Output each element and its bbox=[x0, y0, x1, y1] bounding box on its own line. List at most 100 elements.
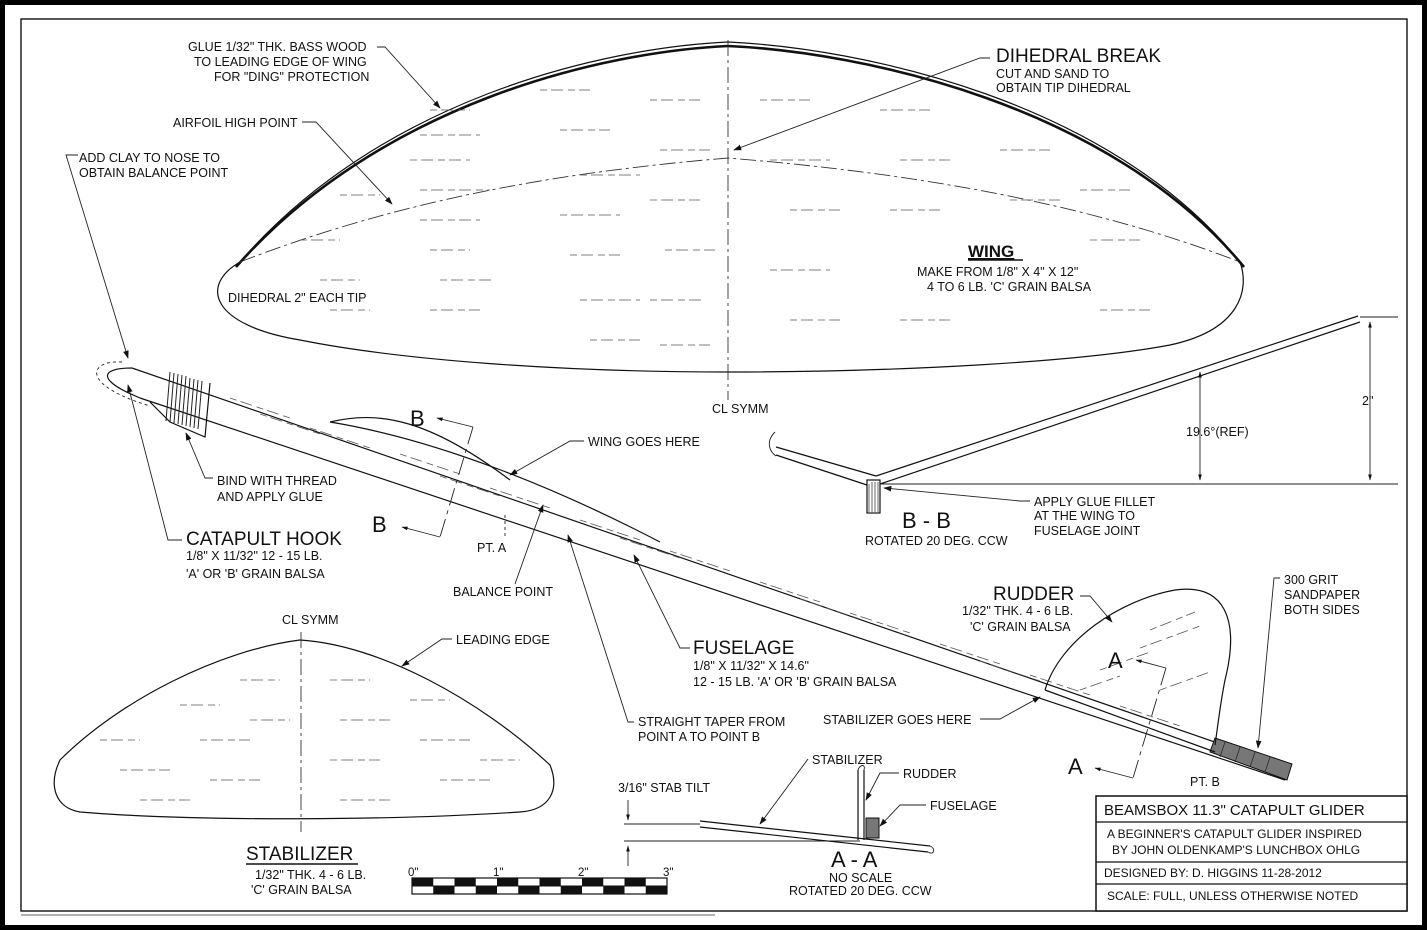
dihedral-break-note1: CUT AND SAND TO bbox=[996, 67, 1109, 81]
rudder-title: RUDDER bbox=[993, 584, 1074, 605]
wing-title-block: WING MAKE FROM 1/8" X 4" X 12" 4 TO 6 LB… bbox=[917, 242, 1092, 294]
bind-thread-callout: BIND WITH THREAD AND APPLY GLUE bbox=[185, 432, 337, 504]
section-bb: 2" 19.6°(REF) B - B ROTATED 20 DEG. CCW bbox=[768, 315, 1398, 548]
pt-b-label: PT. B bbox=[1190, 775, 1220, 789]
scale-tick-2: 2" bbox=[578, 867, 588, 879]
scale-bar: 0" 1" 2" 3" bbox=[408, 867, 673, 895]
sandpaper-callout: 300 GRIT SANDPAPER BOTH SIDES bbox=[1255, 573, 1360, 749]
scale-bar-cell bbox=[497, 878, 519, 886]
wing-planform bbox=[217, 40, 1246, 400]
scale-bar-cell bbox=[518, 886, 540, 894]
dihedral-break-callout: DIHEDRAL BREAK CUT AND SAND TO OBTAIN TI… bbox=[733, 46, 1161, 151]
fuselage-note2: 12 - 15 LB. 'A' OR 'B' GRAIN BALSA bbox=[693, 675, 897, 689]
wing-note-line2: 4 TO 6 LB. 'C' GRAIN BALSA bbox=[927, 280, 1092, 294]
scale-bar-cell bbox=[603, 886, 625, 894]
fuselage-note1: 1/8" X 11/32" X 14.6" bbox=[693, 659, 809, 673]
wing-goes-here-label: WING GOES HERE bbox=[588, 435, 700, 449]
glue-bass-wood-callout: GLUE 1/32" THK. BASS WOOD TO LEADING EDG… bbox=[188, 40, 441, 109]
catapult-hook-title: CATAPULT HOOK bbox=[186, 529, 342, 550]
rudder-note2: 'C' GRAIN BALSA bbox=[970, 620, 1071, 634]
dihedral-break-title: DIHEDRAL BREAK bbox=[996, 46, 1161, 67]
wing-cl-symm-label: CL SYMM bbox=[712, 402, 769, 416]
rudder-callout: RUDDER 1/32" THK. 4 - 6 LB. 'C' GRAIN BA… bbox=[962, 584, 1113, 634]
cut-a-lower: A bbox=[1068, 754, 1083, 779]
aa-section-label: A - A bbox=[831, 847, 878, 872]
bb-section-label: B - B bbox=[902, 508, 951, 533]
scale-bar-cell bbox=[454, 878, 476, 886]
scale-bar-cell bbox=[624, 878, 646, 886]
inner-border bbox=[20, 18, 1408, 912]
aa-fuselage-label: FUSELAGE bbox=[930, 799, 997, 813]
pt-a-label: PT. A bbox=[477, 541, 507, 555]
add-clay-line1: ADD CLAY TO NOSE TO bbox=[79, 151, 220, 165]
stabilizer-title-block: STABILIZER 1/32" THK. 4 - 6 LB. 'C' GRAI… bbox=[246, 844, 366, 897]
glue-note-line3: FOR "DING" PROTECTION bbox=[214, 70, 369, 84]
scale-bar-cell bbox=[433, 886, 455, 894]
section-aa: 3/16" STAB TILT STABILIZER RUDDER FUSELA… bbox=[618, 753, 997, 898]
fuselage-title: FUSELAGE bbox=[693, 638, 794, 659]
airfoil-high-point-label: AIRFOIL HIGH POINT bbox=[173, 116, 298, 130]
sandpaper-note1: 300 GRIT bbox=[1284, 573, 1339, 587]
aa-rudder-label: RUDDER bbox=[903, 767, 956, 781]
dihedral-each-tip-label: DIHEDRAL 2" EACH TIP bbox=[228, 291, 367, 305]
drawing-description-1: A BEGINNER'S CATAPULT GLIDER INSPIRED bbox=[1107, 827, 1362, 841]
catapult-hook-callout: CATAPULT HOOK 1/8" X 11/32" 12 - 15 LB. … bbox=[127, 384, 342, 581]
wing-note-line1: MAKE FROM 1/8" X 4" X 12" bbox=[917, 265, 1078, 279]
scale-bar-cell bbox=[539, 878, 561, 886]
catapult-hook-note1: 1/8" X 11/32" 12 - 15 LB. bbox=[186, 549, 323, 563]
add-clay-callout: ADD CLAY TO NOSE TO OBTAIN BALANCE POINT bbox=[65, 151, 228, 359]
catapult-hook-note2: 'A' OR 'B' GRAIN BALSA bbox=[186, 567, 325, 581]
scale-tick-0: 0" bbox=[408, 867, 418, 879]
bb-height-label: 2" bbox=[1362, 394, 1373, 408]
cut-b-upper: B bbox=[410, 406, 425, 431]
leading-edge-label: LEADING EDGE bbox=[456, 633, 550, 647]
scale-tick-1: 1" bbox=[493, 867, 503, 879]
glue-note-line1: GLUE 1/32" THK. BASS WOOD bbox=[188, 40, 367, 54]
straight-taper-callout: STRAIGHT TAPER FROM POINT A TO POINT B bbox=[567, 534, 785, 744]
glue-fillet-line3: FUSELAGE JOINT bbox=[1034, 524, 1141, 538]
sandpaper-note2: SANDPAPER bbox=[1284, 588, 1360, 602]
aa-rotated-note: ROTATED 20 DEG. CCW bbox=[789, 884, 932, 898]
fuselage-side-view bbox=[96, 361, 1293, 781]
stab-tilt-label: 3/16" STAB TILT bbox=[618, 781, 710, 795]
glue-fillet-callout: APPLY GLUE FILLET AT THE WING TO FUSELAG… bbox=[883, 485, 1155, 538]
scale-bar-cell bbox=[582, 878, 604, 886]
taper-note1: STRAIGHT TAPER FROM bbox=[638, 715, 785, 729]
glue-fillet-line2: AT THE WING TO bbox=[1034, 509, 1135, 523]
scale-tick-3: 3" bbox=[663, 867, 673, 879]
glue-fillet-line1: APPLY GLUE FILLET bbox=[1034, 495, 1155, 509]
dihedral-break-note2: OBTAIN TIP DIHEDRAL bbox=[996, 81, 1131, 95]
fuselage-callout: FUSELAGE 1/8" X 11/32" X 14.6" 12 - 15 L… bbox=[633, 554, 897, 689]
drawing-description-2: BY JOHN OLDENKAMP'S LUNCHBOX OHLG bbox=[1112, 843, 1360, 857]
scale-bar-cell bbox=[475, 886, 497, 894]
bb-rotated-note: ROTATED 20 DEG. CCW bbox=[865, 534, 1008, 548]
bb-angle-label: 19.6°(REF) bbox=[1186, 425, 1249, 439]
stabilizer-goes-here-callout: STABILIZER GOES HERE bbox=[823, 696, 1041, 727]
aa-stabilizer-label: STABILIZER bbox=[812, 753, 883, 767]
bind-note-line2: AND APPLY GLUE bbox=[217, 490, 323, 504]
stabilizer-note2: 'C' GRAIN BALSA bbox=[251, 883, 352, 897]
stab-goes-here-label: STABILIZER GOES HERE bbox=[823, 713, 971, 727]
drawing-scale: SCALE: FULL, UNLESS OTHERWISE NOTED bbox=[1107, 889, 1359, 903]
cut-a-upper: A bbox=[1108, 648, 1123, 673]
title-block: BEAMSBOX 11.3" CATAPULT GLIDER A BEGINNE… bbox=[1095, 795, 1408, 912]
leading-edge-callout: LEADING EDGE bbox=[401, 633, 550, 667]
designed-by: DESIGNED BY: D. HIGGINS 11-28-2012 bbox=[1104, 866, 1322, 880]
taper-note2: POINT A TO POINT B bbox=[638, 730, 760, 744]
stab-cl-symm-label: CL SYMM bbox=[282, 613, 339, 627]
airfoil-high-point-callout: AIRFOIL HIGH POINT bbox=[173, 116, 393, 205]
rudder-shape bbox=[1044, 588, 1232, 746]
section-cut-aa-marker: A A bbox=[1068, 648, 1167, 779]
stabilizer-title: STABILIZER bbox=[246, 844, 353, 865]
add-clay-line2: OBTAIN BALANCE POINT bbox=[79, 166, 228, 180]
drawing-title: BEAMSBOX 11.3" CATAPULT GLIDER bbox=[1104, 802, 1365, 819]
stabilizer-note1: 1/32" THK. 4 - 6 LB. bbox=[255, 868, 366, 882]
sandpaper-note3: BOTH SIDES bbox=[1284, 603, 1360, 617]
cut-b-lower: B bbox=[372, 512, 387, 537]
balance-point-label: BALANCE POINT bbox=[453, 585, 553, 599]
scale-bar-cell bbox=[645, 886, 667, 894]
stabilizer-planform bbox=[53, 632, 555, 832]
wing-goes-here-callout: WING GOES HERE bbox=[509, 435, 700, 476]
